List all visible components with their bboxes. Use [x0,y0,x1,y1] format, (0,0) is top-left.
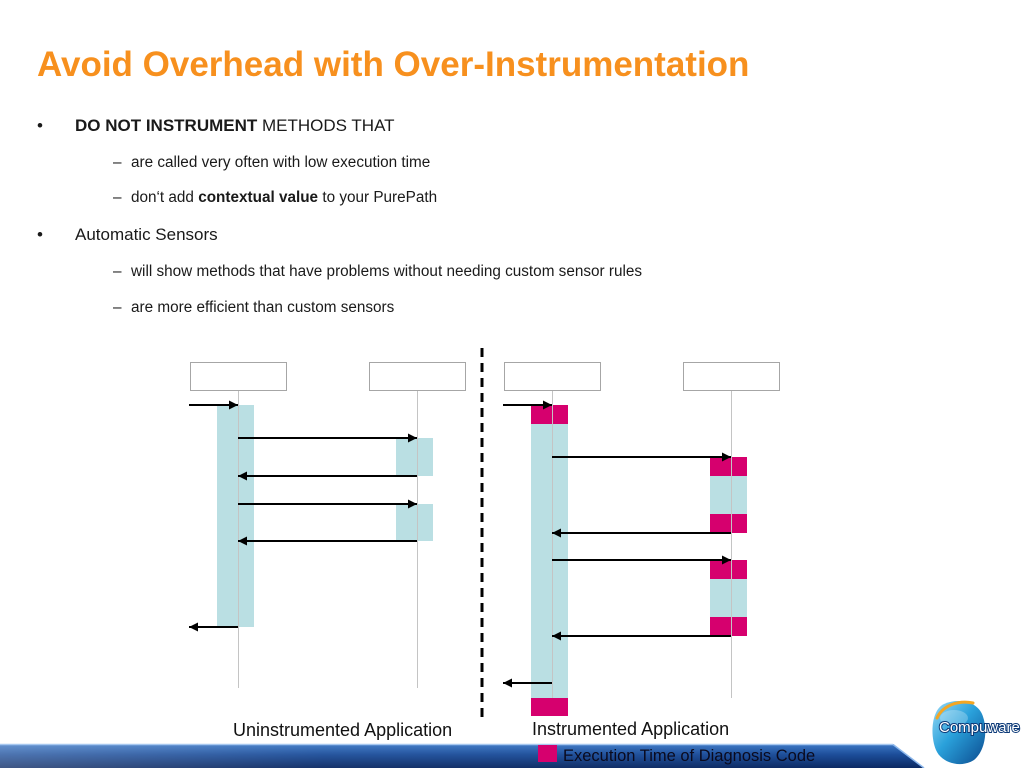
diagnosis-code-segment-exit [531,698,568,716]
sub-bullet-item: will show methods that have problems wit… [131,263,643,280]
footer-band-sheen [0,744,924,768]
sub-bullet-text: to your PurePath [318,189,438,206]
logo-icon-highlight [940,710,968,726]
diagnosis-code-segment-entry [710,457,747,476]
sub-bullet-item: are more efficient than custom sensors [131,299,395,316]
compuware-logo: Compuware [932,700,1021,765]
legend-label: Execution Time of Diagnosis Code [563,747,816,765]
activation-bar-callee-2 [396,504,433,541]
instrumented-caption: Instrumented Application [532,719,730,739]
lifeline-header-box-callee [369,362,466,391]
uninstrumented-caption: Uninstrumented Application [233,720,453,740]
footer-band-edge [892,743,925,768]
logo-swoosh [935,700,975,720]
lifeline-header-box-callee [683,362,780,391]
emphasis-text: DO NOT INSTRUMENT [75,116,258,135]
diagnosis-code-segment-exit [710,617,747,636]
activation-bar-callee-2 [710,579,747,617]
activation-bar-caller [217,405,254,627]
logo-icon [932,701,986,765]
activation-bar-callee-1 [710,476,747,514]
footer-band [0,743,925,768]
diagnosis-code-segment-entry [710,560,747,579]
diagnosis-code-segment-exit [710,514,747,533]
sub-bullet-item: are called very often with low execution… [131,154,431,171]
sub-bullet-marker: – [113,263,122,280]
sub-bullet-marker: – [113,154,122,171]
activation-bar-callee-1 [396,438,433,476]
slide-title: Avoid Overhead with Over-Instrumentation [37,45,750,84]
instrumented-diagram [503,362,780,716]
emphasis-text: contextual value [198,189,319,206]
bullet-item-do-not-instrument: DO NOT INSTRUMENT METHODS THAT [75,114,395,138]
bullet-text: METHODS THAT [257,116,395,135]
sub-bullet-marker: – [113,189,122,206]
uninstrumented-diagram [189,362,466,688]
bullet-item-automatic-sensors: Automatic Sensors [75,225,218,244]
sub-bullet-marker: – [113,299,122,316]
bullet-marker: • [37,116,43,135]
legend-swatch [538,745,557,762]
diagnosis-code-segment-entry [531,405,568,424]
sub-bullet-text: don‘t add [131,189,199,206]
lifeline-header-box-caller [504,362,601,391]
lifeline-header-box-caller [190,362,287,391]
logo-text: Compuware [939,719,1020,736]
sub-bullet-item: don‘t add contextual value to your PureP… [131,186,437,210]
bullet-marker: • [37,225,43,244]
